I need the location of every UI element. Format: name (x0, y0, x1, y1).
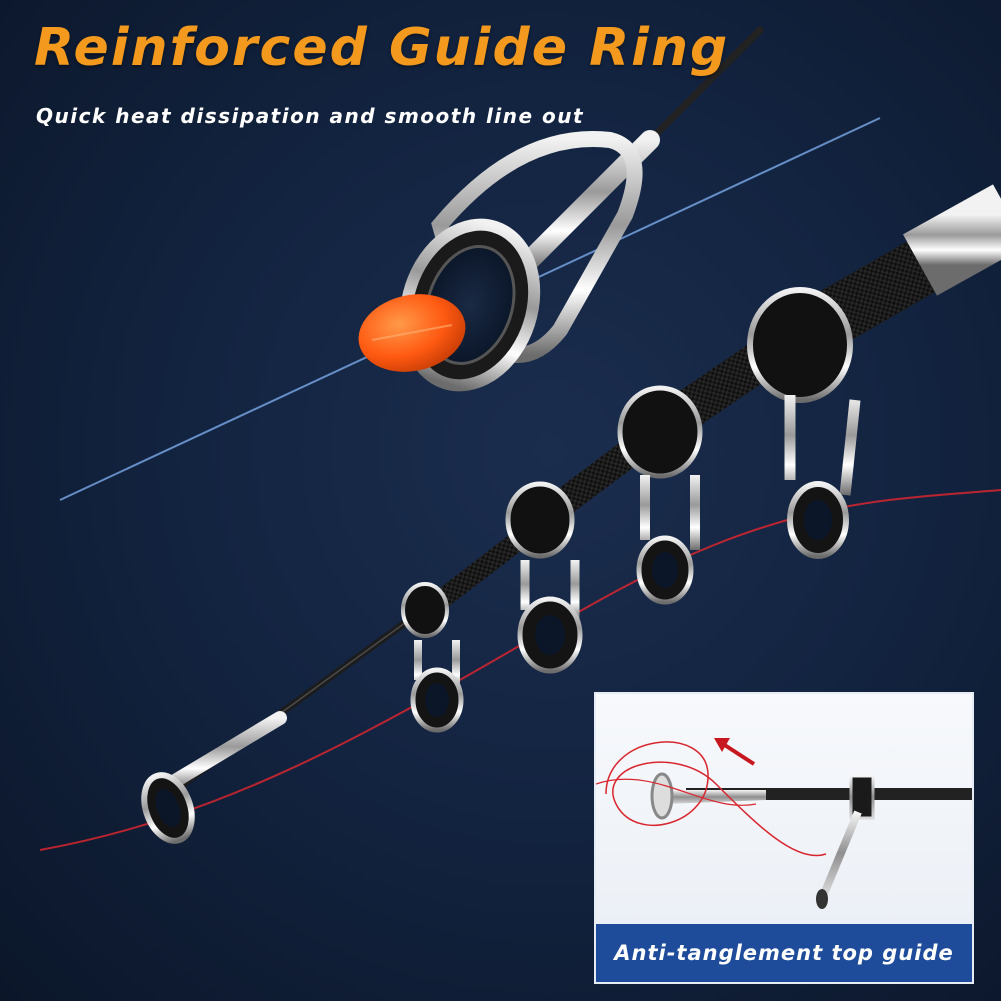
anti-tangle-inset: Anti-tanglement top guide (594, 692, 974, 984)
headline: Reinforced Guide Ring (34, 18, 730, 78)
inset-caption-bar: Anti-tanglement top guide (596, 924, 972, 982)
subheadline: Quick heat dissipation and smooth line o… (36, 104, 585, 128)
rod-butt-cap (903, 184, 1001, 296)
inset-caption: Anti-tanglement top guide (614, 941, 954, 965)
small-guides (141, 395, 861, 844)
inset-top-guide-ring (650, 772, 674, 820)
inset-side-guide (820, 810, 862, 896)
inset-collar (849, 774, 875, 820)
inset-red-line (605, 741, 827, 857)
top-guide-illustration (596, 738, 972, 909)
rod-collars (401, 287, 853, 638)
